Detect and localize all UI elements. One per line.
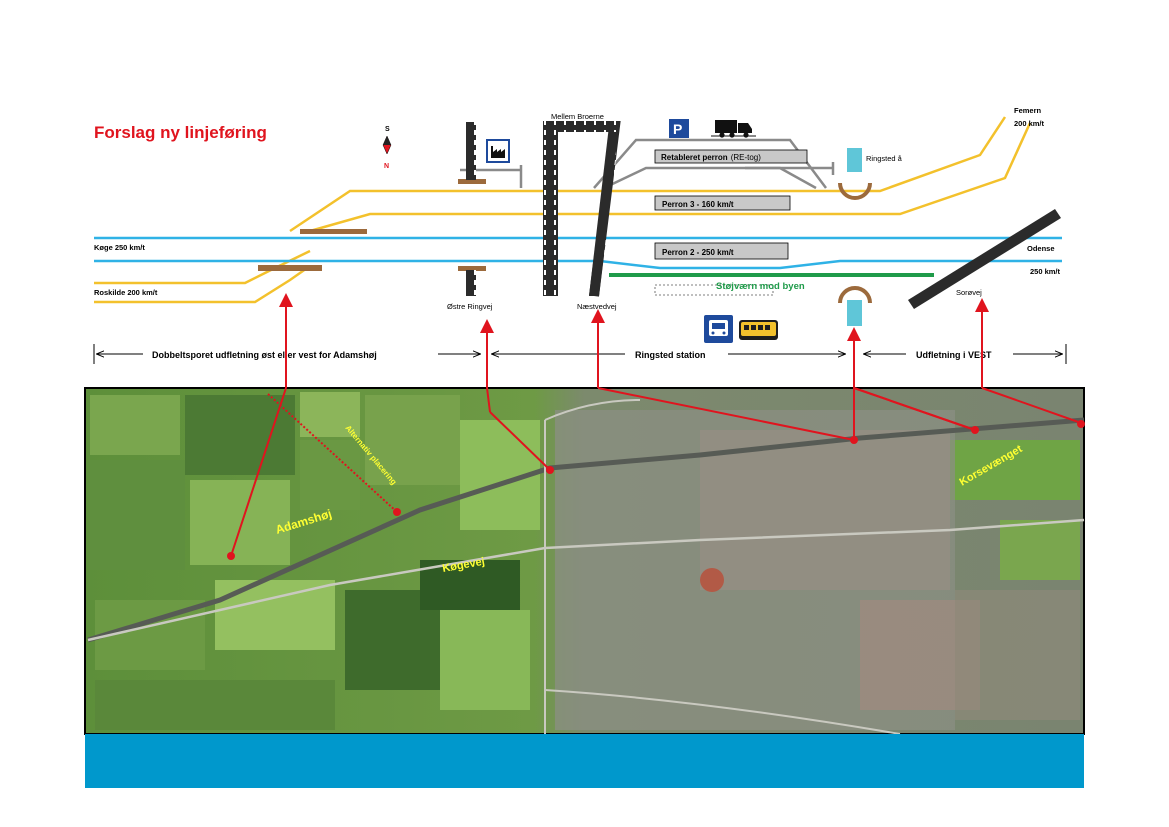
platform-retableret-sub: (RE-tog) xyxy=(731,153,762,162)
bottom-band xyxy=(85,734,1084,788)
track-femern-upper xyxy=(289,116,1007,233)
station-tracks xyxy=(460,138,835,190)
label-femern-name: Femern xyxy=(1014,106,1042,115)
platform-perron3: Perron 3 - 160 km/t xyxy=(654,195,791,211)
red-reference-dots xyxy=(227,420,1085,560)
svg-text:P: P xyxy=(673,121,682,137)
yellow-tracks xyxy=(94,116,1032,304)
bridges xyxy=(258,179,486,271)
factory-icon xyxy=(486,139,510,163)
roads xyxy=(466,121,1061,309)
noise-barrier-label: Støjværn mod byen xyxy=(716,281,805,292)
label-koege: Køge 250 km/t xyxy=(94,243,145,252)
track-femern-lower xyxy=(309,122,1032,233)
label-soroevej: Sorøvej xyxy=(956,288,982,297)
bus-icon xyxy=(739,320,778,340)
truck-icon xyxy=(711,120,756,138)
label-ringsted-aa: Ringsted å xyxy=(866,154,903,163)
river-icon xyxy=(838,148,872,326)
label-mellem-broerne: Mellem Broerne xyxy=(551,112,604,121)
bridge-oestre-ringvej-top xyxy=(458,179,486,184)
red-reference-lines xyxy=(230,293,1085,557)
label-femern-speed: 200 km/t xyxy=(1014,119,1045,128)
platform-retableret-label: Retableret perron xyxy=(661,153,728,162)
compass-icon: S N xyxy=(382,126,392,170)
compass-north-label: N xyxy=(384,163,389,170)
compass-south-label: S xyxy=(385,126,390,133)
platform-perron3-label: Perron 3 - 160 km/t xyxy=(662,200,734,209)
section-right-label: Udfletning i VEST xyxy=(916,350,992,360)
bridge-roskilde xyxy=(258,265,322,271)
section-dimension-lines xyxy=(93,344,1067,364)
road-soroevej xyxy=(908,209,1061,309)
parking-icon: P xyxy=(669,119,689,138)
label-roskilde: Roskilde 200 km/t xyxy=(94,288,158,297)
section-left-label: Dobbeltsporet udfletning øst eller vest … xyxy=(152,350,377,360)
svg-text:Retableret perron(RE-tog): Retableret perron(RE-tog) xyxy=(661,153,761,162)
road-oestre-ringvej-bottom xyxy=(466,270,476,296)
platform-perron2-label: Perron 2 - 250 km/t xyxy=(662,248,734,257)
label-naestvedvej: Næstvedvej xyxy=(577,302,617,311)
bridge-oestre-ringvej-bottom xyxy=(458,266,486,271)
page-title: Forslag ny linjeføring xyxy=(94,123,267,142)
track-roskilde-lower xyxy=(94,264,311,304)
noise-barrier-line xyxy=(609,273,934,277)
bridge-east xyxy=(300,229,367,234)
platform-perron2: Perron 2 - 250 km/t xyxy=(654,242,789,260)
map-road-koegevej xyxy=(87,518,1085,642)
train-station-icon xyxy=(704,315,733,343)
platform-retableret: Retableret perron(RE-tog) xyxy=(654,149,808,164)
blue-tracks xyxy=(94,236,1062,270)
aerial-map: Adamshøj Køgevej Alternativ placering Ko… xyxy=(84,387,1085,735)
track-odense-250 xyxy=(94,259,1062,270)
track-roskilde-upper xyxy=(94,249,311,285)
section-middle-label: Ringsted station xyxy=(635,350,706,360)
label-odense-speed: 250 km/t xyxy=(1030,267,1061,276)
label-oestre-ringvej: Østre Ringvej xyxy=(447,302,493,311)
road-oestre-ringvej-top xyxy=(466,122,476,180)
label-odense-name: Odense xyxy=(1027,244,1055,253)
